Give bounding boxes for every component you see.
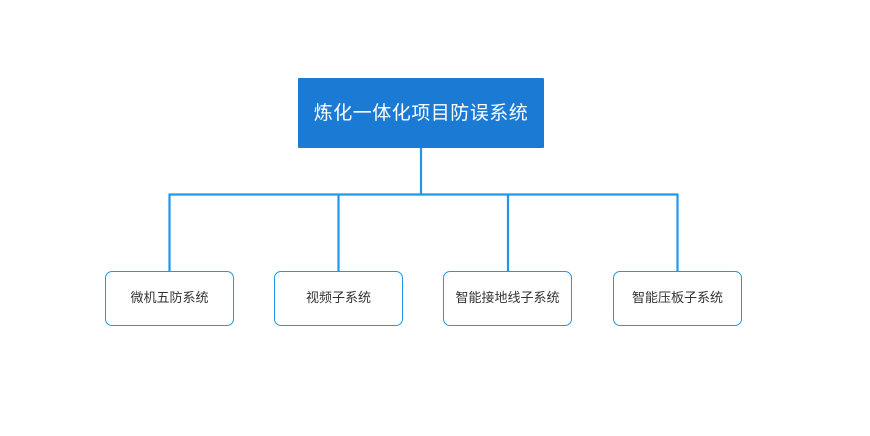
- child-node-1[interactable]: 微机五防系统: [105, 271, 234, 326]
- child-node-2-label: 视频子系统: [305, 290, 371, 306]
- child-node-3[interactable]: 智能接地线子系统: [443, 271, 572, 326]
- child-node-4-label: 智能压板子系统: [631, 290, 723, 306]
- root-node[interactable]: 炼化一体化项目防误系统: [298, 78, 544, 148]
- child-node-4[interactable]: 智能压板子系统: [613, 271, 742, 326]
- child-node-2[interactable]: 视频子系统: [274, 271, 403, 326]
- child-node-1-label: 微机五防系统: [130, 290, 209, 306]
- root-node-label: 炼化一体化项目防误系统: [313, 101, 529, 124]
- child-node-3-label: 智能接地线子系统: [455, 290, 560, 306]
